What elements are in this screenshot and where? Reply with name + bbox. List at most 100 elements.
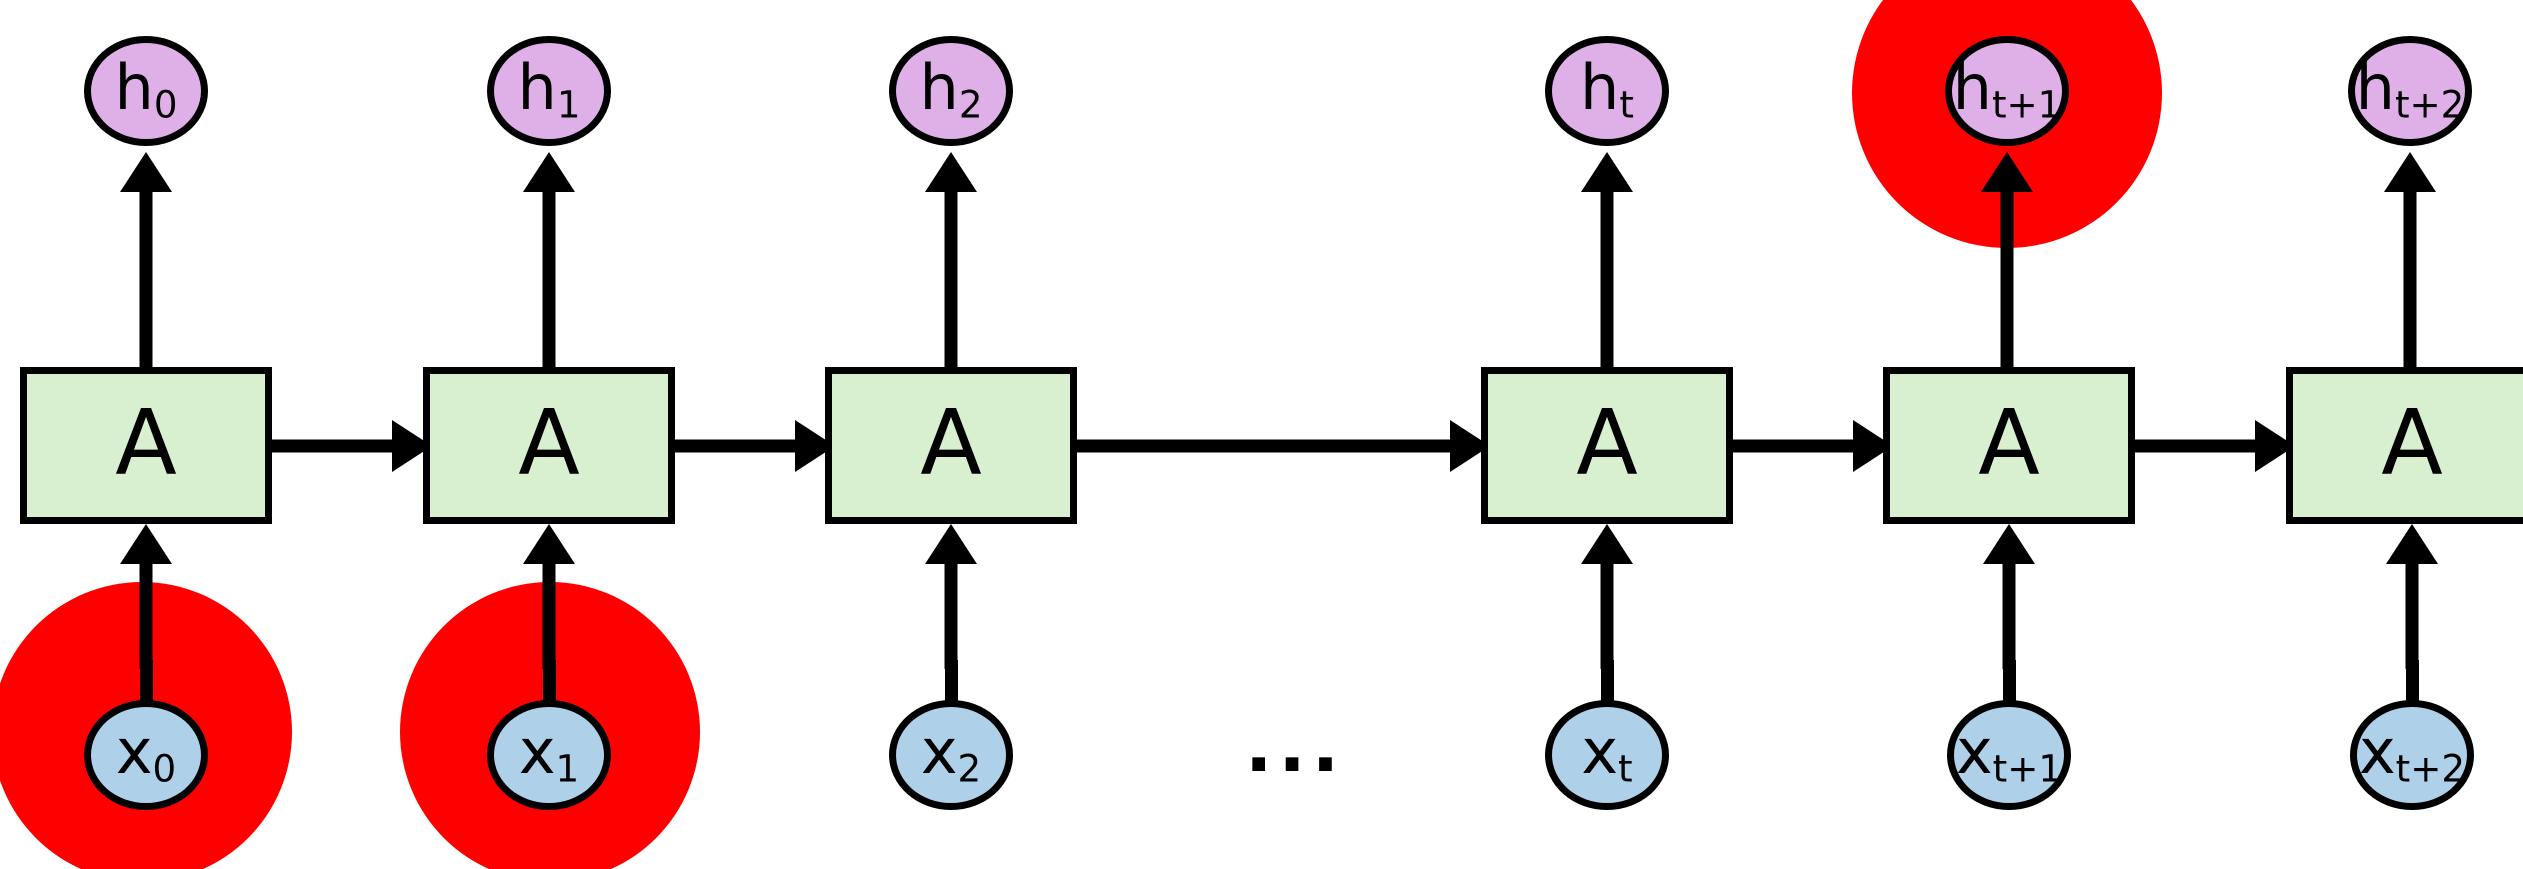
hidden-node-label: h <box>919 51 959 124</box>
arrow-head <box>1581 152 1633 192</box>
rnn-cell-tt2[interactable]: A <box>2286 367 2523 524</box>
recurrent-arrow-1-to-2 <box>675 420 835 472</box>
input-connector-xt1 <box>2003 660 2016 710</box>
rnn-cell-t1[interactable]: A <box>423 367 675 524</box>
hidden-node-label: h <box>1952 51 1992 124</box>
input-node-sub: t+1 <box>1992 746 2063 791</box>
rnn-cell-label: A <box>518 390 580 496</box>
arrow-head <box>925 524 977 564</box>
arrow-head <box>1581 524 1633 564</box>
arrow-shaft <box>1600 559 1614 669</box>
input-node-sub: 2 <box>957 746 982 791</box>
arrow-shaft <box>2000 187 2014 367</box>
rnn-cell-t0[interactable]: A <box>20 367 272 524</box>
arrow-head <box>120 152 172 192</box>
rnn-cell-tt1[interactable]: A <box>1883 367 2135 524</box>
arrow-shaft <box>944 187 958 367</box>
input-connector-x2 <box>945 660 958 710</box>
arrow-head <box>1983 524 2035 564</box>
output-arrow-h2 <box>925 152 977 367</box>
output-arrow-ht2 <box>2384 152 2436 367</box>
hidden-node-sub: t+1 <box>1991 82 2062 127</box>
hidden-node-sub: 2 <box>958 82 983 127</box>
rnn-cell-tt[interactable]: A <box>1481 367 1733 524</box>
input-node-label: x <box>518 715 556 788</box>
recurrent-arrow-t1-to-t2 <box>2135 420 2295 472</box>
input-arrow-xt1 <box>1983 524 2035 669</box>
input-arrow-xt2 <box>2386 524 2438 669</box>
arrow-shaft <box>542 187 556 367</box>
arrow-head <box>523 524 575 564</box>
arrow-shaft <box>272 439 397 453</box>
hidden-node-sub: t+2 <box>2394 82 2465 127</box>
recurrent-arrow-2-to-t <box>1077 420 1490 472</box>
input-node-sub: t <box>1618 746 1633 791</box>
hidden-node-label: h <box>517 51 557 124</box>
input-node-label: x <box>920 715 958 788</box>
input-arrow-xt <box>1581 524 1633 669</box>
input-connector-xt <box>1601 660 1614 710</box>
arrow-shaft <box>675 439 800 453</box>
hidden-node-sub: 0 <box>153 82 178 127</box>
rnn-cell-t2[interactable]: A <box>825 367 1077 524</box>
arrow-head <box>523 152 575 192</box>
rnn-cell-label: A <box>1576 390 1638 496</box>
output-arrow-h0 <box>120 152 172 367</box>
output-arrow-h1 <box>523 152 575 367</box>
hidden-node-label: h <box>1580 51 1620 124</box>
output-arrow-ht1 <box>1981 152 2033 367</box>
output-arrow-ht <box>1581 152 1633 367</box>
recurrent-arrow-0-to-1 <box>272 420 432 472</box>
arrow-shaft <box>1733 439 1858 453</box>
input-arrow-x2 <box>925 524 977 669</box>
input-node-label: x <box>115 715 153 788</box>
input-connector-x0 <box>140 660 153 710</box>
arrow-shaft <box>139 559 153 669</box>
arrow-head <box>2386 524 2438 564</box>
input-node-sub: 1 <box>555 746 580 791</box>
arrow-shaft <box>139 187 153 367</box>
rnn-cell-label: A <box>115 390 177 496</box>
input-node-label: x <box>2358 715 2396 788</box>
input-node-sub: t+2 <box>2395 746 2466 791</box>
rnn-cell-label: A <box>1978 390 2040 496</box>
rnn-cell-label: A <box>2381 390 2443 496</box>
arrow-head <box>120 524 172 564</box>
input-arrow-x0 <box>120 524 172 669</box>
arrow-head <box>925 152 977 192</box>
arrow-head <box>1981 152 2033 192</box>
hidden-node-label: h <box>2355 51 2395 124</box>
hidden-node-sub: 1 <box>556 82 581 127</box>
arrow-shaft <box>2405 559 2419 669</box>
arrow-shaft <box>1600 187 1614 367</box>
input-node-label: x <box>1955 715 1993 788</box>
hidden-node-sub: t <box>1619 82 1634 127</box>
arrow-shaft <box>2135 439 2260 453</box>
sequence-ellipsis: ... <box>1245 704 1346 788</box>
recurrent-arrow-t-to-t1 <box>1733 420 1893 472</box>
arrow-shaft <box>944 559 958 669</box>
hidden-node-label: h <box>114 51 154 124</box>
arrow-shaft <box>2002 559 2016 669</box>
input-connector-xt2 <box>2406 660 2419 710</box>
input-node-sub: 0 <box>152 746 177 791</box>
input-node-label: x <box>1581 715 1619 788</box>
input-connector-x1 <box>543 660 556 710</box>
rnn-cell-label: A <box>920 390 982 496</box>
arrow-shaft <box>1077 439 1455 453</box>
arrow-shaft <box>542 559 556 669</box>
arrow-head <box>2384 152 2436 192</box>
